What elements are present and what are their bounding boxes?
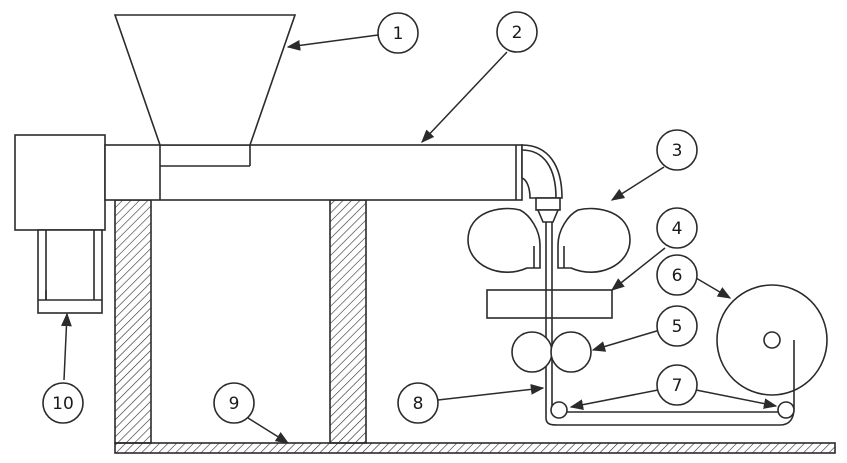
extruder-barrel (104, 144, 523, 201)
callout-2: 2 (496, 11, 538, 53)
base-plate (114, 442, 836, 454)
leader-8 (437, 384, 545, 401)
callout-8: 8 (397, 382, 439, 424)
guide-roller-right (777, 401, 795, 419)
cooling-fan-right (557, 207, 631, 273)
leader-1 (286, 34, 379, 51)
leader-5 (591, 329, 661, 352)
callout-2-label: 2 (512, 23, 523, 43)
leader-7b (695, 389, 778, 409)
motor-housing (14, 134, 106, 231)
guide-block (486, 289, 613, 319)
callout-6-label: 6 (672, 266, 683, 286)
spool-hub (763, 331, 781, 349)
callout-8-label: 8 (413, 394, 424, 414)
callout-7: 7 (656, 364, 698, 406)
callout-3-label: 3 (672, 141, 683, 161)
callout-6: 6 (656, 254, 698, 296)
leader-9 (247, 417, 290, 444)
hopper (113, 14, 297, 146)
die-elbow (521, 144, 563, 199)
motor-mount (37, 229, 103, 314)
callout-4: 4 (656, 207, 698, 249)
guide-roller-left (550, 401, 568, 419)
callout-7-label: 7 (672, 376, 683, 396)
support-leg-right (329, 199, 367, 444)
leader-3 (610, 166, 665, 201)
callout-10: 10 (42, 382, 84, 424)
leader-7a (569, 389, 659, 410)
puller-roller-right (550, 331, 592, 373)
callout-3: 3 (656, 129, 698, 171)
callout-1-label: 1 (393, 24, 404, 44)
callout-5: 5 (656, 305, 698, 347)
leader-2 (421, 51, 508, 143)
callout-9-label: 9 (229, 394, 240, 414)
cooling-fan-left (467, 207, 541, 273)
support-leg-left (114, 199, 152, 444)
puller-roller-left (511, 331, 553, 373)
leader-10 (61, 312, 72, 381)
callout-10-label: 10 (52, 394, 74, 414)
leader-6 (695, 277, 732, 299)
leader-4 (610, 247, 666, 291)
callout-4-label: 4 (672, 219, 683, 239)
callout-9: 9 (213, 382, 255, 424)
callout-1: 1 (377, 12, 419, 54)
callout-5-label: 5 (672, 317, 683, 337)
